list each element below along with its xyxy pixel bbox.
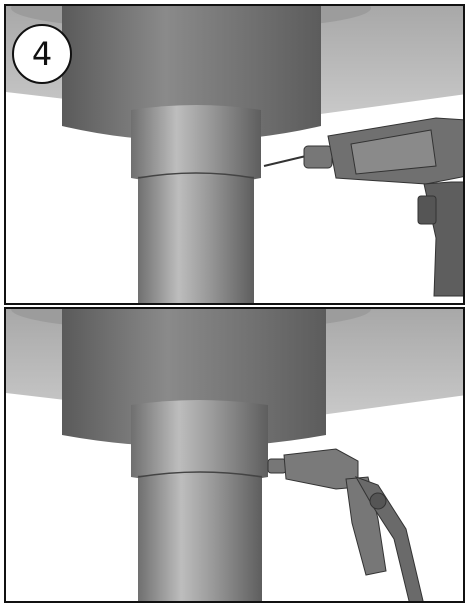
inner-sleeve [131, 400, 268, 483]
rivet-step-panel [4, 307, 465, 603]
step-number-badge: 4 [12, 24, 72, 84]
inner-sleeve [131, 105, 261, 185]
rivet-step-illustration [6, 309, 463, 601]
rivet-gun-icon [267, 448, 424, 601]
drill-step-illustration [6, 6, 463, 303]
cordless-drill-icon [303, 117, 463, 297]
pipe [138, 475, 262, 601]
drill-step-panel [4, 4, 465, 305]
pipe [138, 176, 254, 303]
outer-collar [62, 6, 321, 141]
step-number: 4 [31, 35, 53, 73]
drill-bit [263, 155, 307, 167]
